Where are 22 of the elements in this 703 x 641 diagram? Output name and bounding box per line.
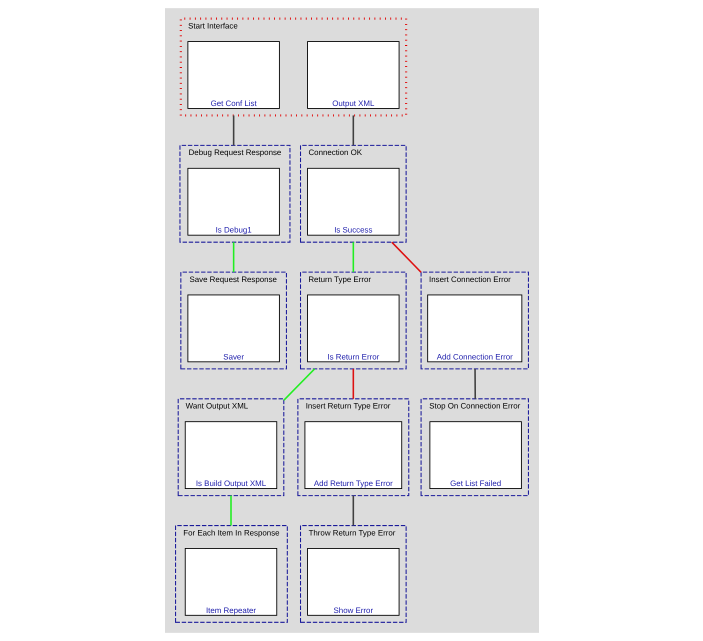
connector	[232, 115, 234, 146]
node-box: Add Connection Error	[426, 294, 522, 362]
connector	[232, 242, 234, 272]
node-box: Item Repeater	[184, 548, 277, 616]
connector	[352, 242, 354, 272]
node-box: Show Error	[306, 548, 400, 616]
connector	[282, 368, 315, 401]
node-box: Saver	[186, 294, 280, 362]
connector	[352, 496, 354, 526]
connector	[352, 368, 354, 399]
connector	[390, 242, 422, 273]
node-box: Is Return Error	[306, 294, 400, 362]
connector	[230, 496, 232, 526]
node-box: Is Debug1	[186, 168, 280, 236]
node-box: Add Return Type Error	[304, 421, 402, 490]
node-box: Is Build Output XML	[184, 421, 277, 490]
node-box: Is Success	[306, 168, 400, 236]
node-box: Get Conf List	[186, 41, 280, 109]
node-box: Output XML	[306, 41, 400, 109]
node-box: Get List Failed	[428, 421, 522, 490]
connector	[352, 115, 354, 146]
connector	[474, 368, 476, 399]
